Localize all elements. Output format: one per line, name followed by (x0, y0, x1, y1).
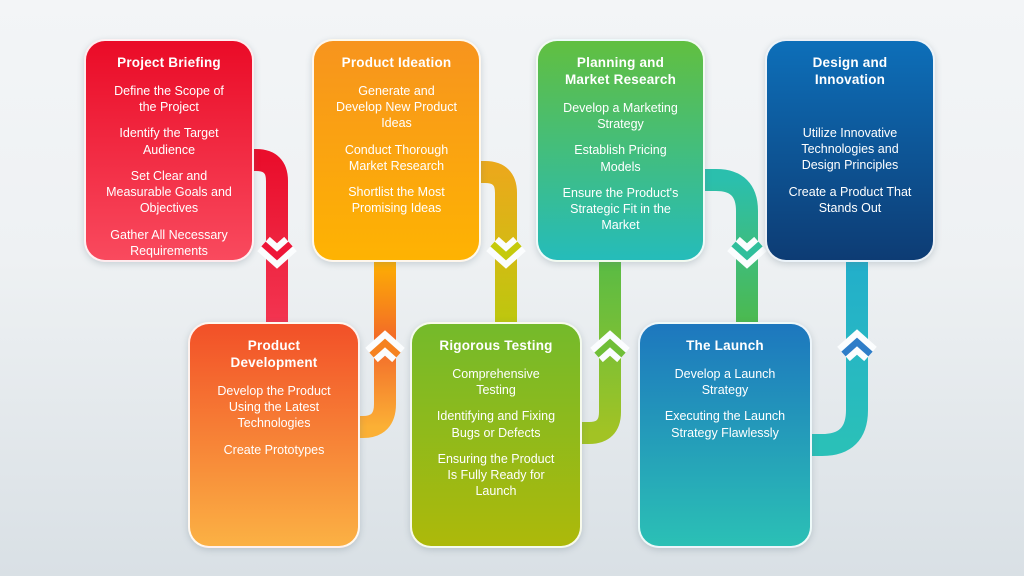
card-body: Develop a Marketing Strategy Establish P… (558, 100, 683, 234)
card-design-and-innovation: Design and Innovation Utilize Innovative… (765, 39, 935, 262)
card-product-development: Product Development Develop the Product … (188, 322, 360, 548)
card-item: Generate and Develop New Product Ideas (336, 83, 457, 131)
connector-testing-to-planning (578, 258, 630, 444)
card-title: Project Briefing (117, 55, 221, 70)
card-body: Develop the Product Using the Latest Tec… (210, 383, 338, 458)
card-body: Utilize Innovative Technologies and Desi… (787, 100, 913, 216)
connector-planning-to-launch (700, 169, 767, 334)
connector-launch-to-design (806, 258, 877, 456)
card-project-briefing: Project Briefing Define the Scope of the… (84, 39, 254, 262)
card-item: Comprehensive Testing (452, 366, 540, 398)
card-item: Define the Scope of the Project (114, 83, 224, 115)
card-title: Product Ideation (341, 55, 452, 70)
card-item: Develop a Marketing Strategy (563, 100, 678, 131)
connector-ideation-to-testing (474, 161, 526, 334)
card-item: Identify the Target Audience (119, 126, 219, 157)
connector-briefing-to-development (246, 149, 297, 334)
card-rigorous-testing: Rigorous Testing Comprehensive Testing I… (410, 322, 582, 548)
card-item: Create a Product That Stands Out (788, 184, 912, 215)
card-title: Rigorous Testing (439, 338, 553, 353)
card-item: Ensure the Product's Strategic Fit in th… (562, 185, 679, 233)
card-title: Design and Innovation (812, 55, 888, 87)
card-product-ideation: Product Ideation Generate and Develop Ne… (312, 39, 481, 262)
card-body: Develop a Launch Strategy Executing the … (660, 366, 790, 441)
card-planning-and-market-research: Planning and Market Research Develop a M… (536, 39, 705, 262)
card-title: Planning and Market Research (564, 55, 677, 87)
card-item: Create Prototypes (223, 442, 325, 457)
card-item: Gather All Necessary Requirements (110, 227, 228, 258)
card-item: Develop a Launch Strategy (674, 366, 776, 398)
card-item: Conduct Thorough Market Research (344, 142, 449, 173)
card-body: Define the Scope of the Project Identify… (106, 83, 232, 259)
card-title: The Launch (686, 338, 764, 353)
card-item: Develop the Product Using the Latest Tec… (217, 383, 331, 431)
card-body: Generate and Develop New Product Ideas C… (334, 83, 459, 217)
card-the-launch: The Launch Develop a Launch Strategy Exe… (638, 322, 812, 548)
card-item: Establish Pricing Models (574, 143, 667, 174)
card-body: Comprehensive Testing Identifying and Fi… (432, 366, 560, 500)
card-item: Utilize Innovative Technologies and Desi… (801, 125, 899, 173)
card-item: Identifying and Fixing Bugs or Defects (436, 409, 556, 440)
card-item: Shortlist the Most Promising Ideas (348, 185, 445, 216)
card-title: Product Development (230, 338, 318, 370)
connector-development-to-ideation (356, 258, 405, 438)
card-item: Executing the Launch Strategy Flawlessly (664, 409, 786, 440)
card-item: Set Clear and Measurable Goals and Objec… (106, 168, 232, 216)
card-item: Ensuring the Product Is Fully Ready for … (437, 451, 555, 499)
